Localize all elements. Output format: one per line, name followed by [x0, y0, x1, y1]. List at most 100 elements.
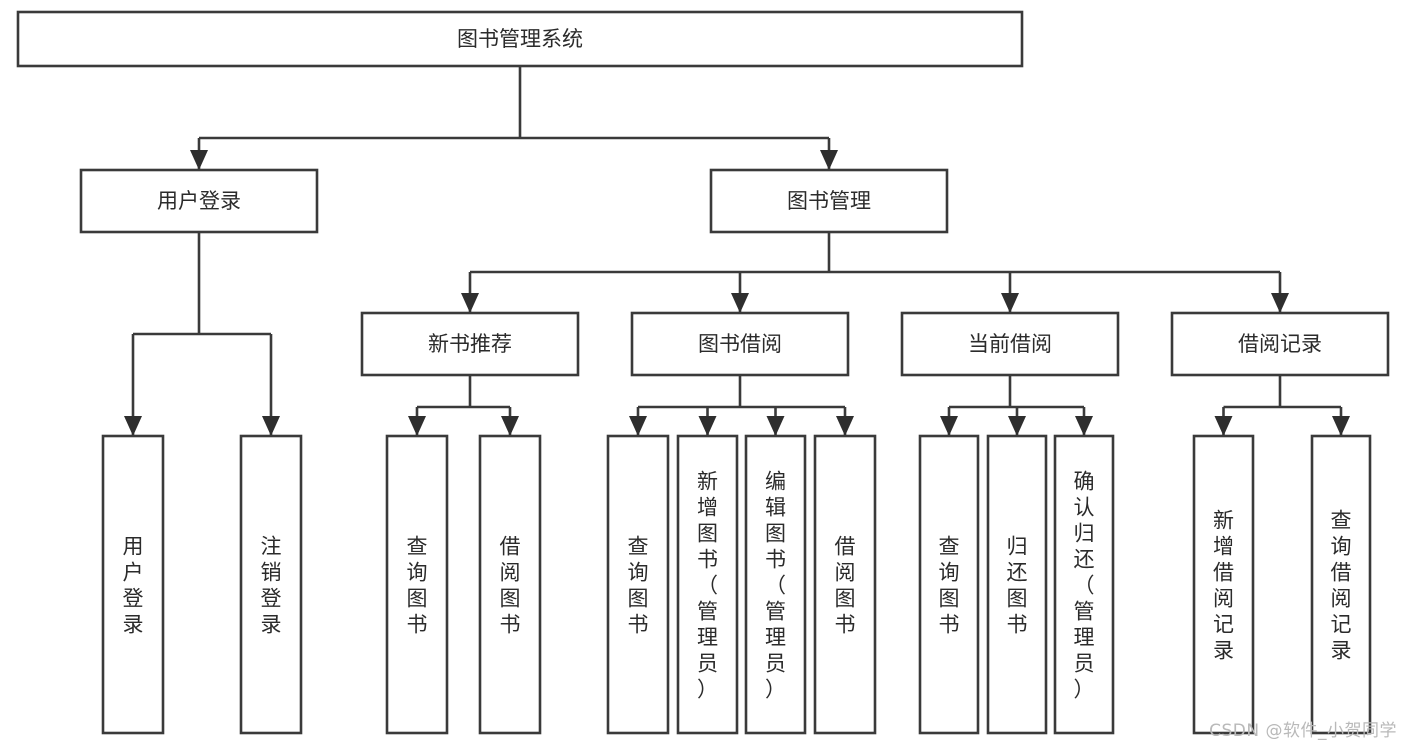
node-leaf-edit-book-admin-box — [744, 434, 807, 735]
arrow-head-icon — [461, 293, 479, 313]
node-leaf-user-login-label-char: 登 — [123, 587, 144, 611]
node-leaf-user-login[interactable]: 用户登录 — [101, 434, 165, 735]
arrow-head-icon — [731, 293, 749, 313]
node-leaf-query-borrow-record-box — [1310, 434, 1372, 735]
arrow-head-icon — [836, 416, 854, 436]
node-current-borrow[interactable]: 当前借阅 — [900, 311, 1120, 377]
node-book-borrow-box — [630, 311, 850, 377]
arrow-head-icon — [820, 150, 838, 170]
node-leaf-confirm-return-admin-label-char: 确 — [1074, 470, 1095, 494]
arrow-head-icon — [940, 416, 958, 436]
node-leaf-query-book-recommend-box — [385, 434, 449, 735]
node-user-login[interactable]: 用户登录 — [79, 168, 319, 234]
node-leaf-borrow-book-label-char: 借 — [835, 535, 856, 559]
node-root-图书管理系统-label: 图书管理系统 — [457, 27, 583, 51]
node-leaf-query-book-current-label-char: 询 — [939, 561, 960, 585]
node-book-borrow-label: 图书借阅 — [698, 332, 782, 356]
node-leaf-borrow-book-recommend-label-char: 图 — [500, 587, 521, 611]
node-leaf-add-book-admin-box — [676, 434, 739, 735]
node-leaf-borrow-book-recommend-label-char: 书 — [500, 613, 521, 637]
node-leaf-query-book-current-label-char: 图 — [939, 587, 960, 611]
node-leaf-borrow-book-recommend-box — [478, 434, 542, 735]
arrow-head-icon — [124, 416, 142, 436]
node-leaf-user-login-label-char: 户 — [123, 561, 144, 585]
arrow-head-icon — [408, 416, 426, 436]
node-leaf-add-borrow-record-label-char: 录 — [1213, 639, 1234, 663]
node-leaf-query-book-borrow-label-char: 询 — [628, 561, 649, 585]
node-leaf-query-book-current-label-char: 查 — [939, 535, 960, 559]
node-leaf-user-login-box — [101, 434, 165, 735]
node-leaf-query-borrow-record-label-char: 录 — [1331, 639, 1352, 663]
node-new-book-recommend-box — [360, 311, 580, 377]
arrow-head-icon — [501, 416, 519, 436]
node-book-management[interactable]: 图书管理 — [709, 168, 949, 234]
node-book-management-label: 图书管理 — [787, 189, 871, 213]
node-leaf-logout-label-char: 登 — [261, 587, 282, 611]
node-user-login-box — [79, 168, 319, 234]
node-user-login-label: 用户登录 — [157, 189, 241, 213]
arrow-head-icon — [1008, 416, 1026, 436]
arrow-head-icon — [1001, 293, 1019, 313]
node-leaf-query-borrow-record-label-char: 借 — [1331, 561, 1352, 585]
node-leaf-query-book-borrow-label-char: 查 — [628, 535, 649, 559]
node-leaf-confirm-return-admin-box — [1053, 434, 1115, 735]
node-root-图书管理系统[interactable]: 图书管理系统 — [16, 10, 1024, 68]
node-leaf-return-book-label-char: 还 — [1007, 561, 1028, 585]
node-borrow-record[interactable]: 借阅记录 — [1170, 311, 1390, 377]
node-leaf-query-borrow-record-label-char: 阅 — [1331, 587, 1352, 611]
node-leaf-add-book-admin-label-char: 增 — [697, 496, 718, 520]
node-leaf-add-book-admin-label-char: 理 — [697, 626, 718, 650]
node-leaf-borrow-book-label-char: 书 — [835, 613, 856, 637]
arrow-head-icon — [766, 416, 785, 436]
node-book-borrow[interactable]: 图书借阅 — [630, 311, 850, 377]
node-leaf-edit-book-admin-label-char: 理 — [765, 626, 786, 650]
arrow-head-icon — [1271, 293, 1289, 313]
arrow-head-icon — [1075, 416, 1093, 436]
node-leaf-add-borrow-record-label-char: 增 — [1213, 535, 1234, 559]
node-leaf-add-borrow-record-box — [1192, 434, 1255, 735]
node-leaf-borrow-book-recommend-label-char: 借 — [500, 535, 521, 559]
node-leaf-query-book-borrow-label-char: 书 — [628, 613, 649, 637]
node-leaf-return-book-label-char: 图 — [1007, 587, 1028, 611]
node-leaf-return-book-label-char: 书 — [1007, 613, 1028, 637]
node-leaf-add-book-admin-label-char: 新 — [697, 470, 718, 494]
node-leaf-add-book-admin-label-char: 管 — [697, 600, 718, 624]
node-leaf-user-login-label-char: 录 — [123, 613, 144, 637]
node-leaf-query-borrow-record-label-char: 询 — [1331, 535, 1352, 559]
node-new-book-recommend-label: 新书推荐 — [428, 332, 512, 356]
node-leaf-confirm-return-admin-label-char: 归 — [1074, 522, 1095, 546]
node-leaf-query-book-recommend-label-char: 书 — [407, 613, 428, 637]
node-leaf-confirm-return-admin-label-char: （ — [1074, 574, 1095, 598]
node-leaf-borrow-book-label-char: 阅 — [835, 561, 856, 585]
node-leaf-edit-book-admin-label-char: 书 — [765, 548, 786, 572]
node-leaf-confirm-return-admin-label-char: 员 — [1074, 652, 1095, 676]
node-leaf-query-book-current-label-char: 书 — [939, 613, 960, 637]
node-leaf-edit-book-admin-label-char: 员 — [765, 652, 786, 676]
node-leaf-query-book-borrow-box — [606, 434, 670, 735]
arrow-head-icon — [190, 150, 208, 170]
node-leaf-add-borrow-record-label-char: 新 — [1213, 509, 1234, 533]
node-leaf-return-book-label-char: 归 — [1007, 535, 1028, 559]
node-leaf-confirm-return-admin-label-char: ） — [1074, 678, 1095, 702]
node-leaf-query-book-borrow-label-char: 图 — [628, 587, 649, 611]
node-leaf-add-borrow-record-label-char: 阅 — [1213, 587, 1234, 611]
node-leaf-edit-book-admin-label-char: ） — [765, 678, 786, 702]
csdn-watermark: CSDN @软件_小贺同学 — [1209, 721, 1397, 741]
node-leaf-add-book-admin-label-char: 图 — [697, 522, 718, 546]
node-leaf-logout-label-char: 注 — [261, 535, 282, 559]
node-leaf-query-book-recommend-label-char: 图 — [407, 587, 428, 611]
node-new-book-recommend[interactable]: 新书推荐 — [360, 311, 580, 377]
